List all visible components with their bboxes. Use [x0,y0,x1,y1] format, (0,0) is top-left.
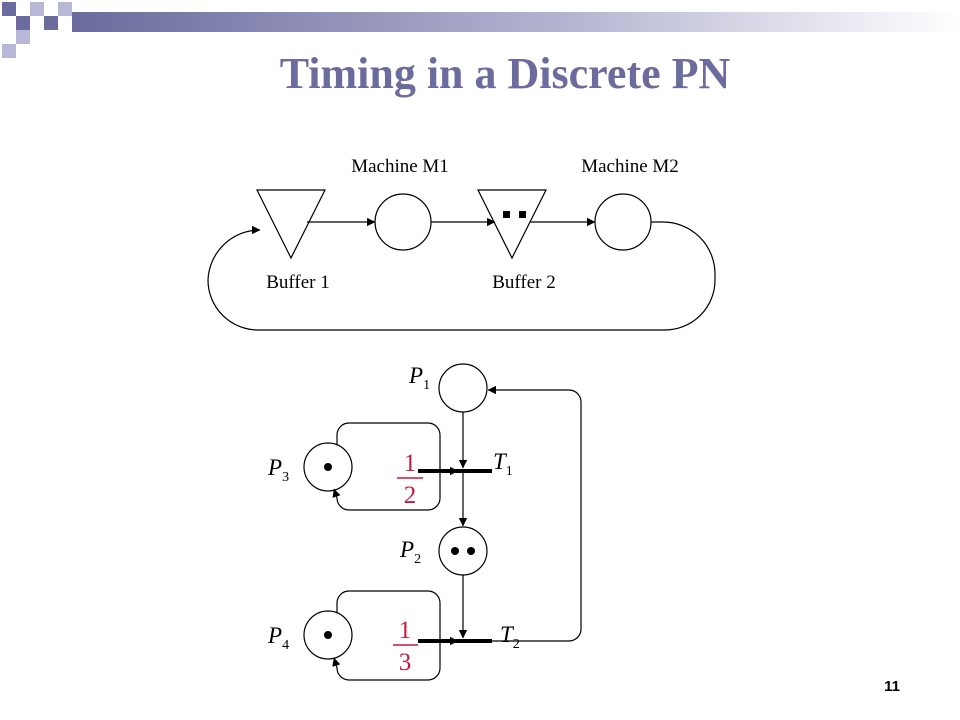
machine-m2-label: Machine M2 [581,156,679,177]
page-number: 11 [884,678,900,695]
buffer-2-label: Buffer 2 [492,272,556,293]
buffer-1-label: Buffer 1 [266,272,330,293]
arc-p4-to-t2 [336,590,459,646]
buffer-1-triangle [256,189,326,260]
t1-fraction-denominator: 2 [404,482,417,509]
factory-diagram: Machine M1 Machine M2 Buffer 1 Buffer 2 [207,156,716,331]
t2-fraction-denominator: 3 [399,649,412,676]
arc-t1-to-p3 [332,471,441,511]
place-p4-label: P4 [267,623,289,653]
buffer-2-token [503,211,510,218]
decor-square [2,2,16,16]
return-loop-path [207,221,716,331]
transition-t2-label: T2 [500,622,520,652]
place-p1 [438,363,488,413]
buffer-2-token [519,211,526,218]
buffer-2-triangle [477,189,547,260]
arc-p3-to-t1 [336,422,459,476]
place-p1-label: P1 [408,363,430,393]
token-p2 [451,547,459,555]
slide-title: Timing in a Discrete PN [279,49,731,98]
decor-square [16,16,30,30]
place-p3-label: P3 [267,455,289,485]
machine-m1-circle [374,193,432,251]
t1-fraction-numerator: 1 [404,450,417,477]
place-p2 [438,526,488,576]
transition-t1-label: T1 [493,449,513,479]
t2-fraction-numerator: 1 [399,617,412,644]
decor-square [30,2,44,16]
decor-square [16,30,30,44]
decor-square [44,16,58,30]
token-p2 [467,547,475,555]
token-p3 [324,463,332,471]
header-gradient-bar [72,12,960,32]
arc-t2-to-p1 [487,385,582,642]
token-p4 [324,631,332,639]
place-p2-label: P2 [399,537,421,567]
arc-t2-to-p4 [332,641,441,681]
decor-square [58,2,72,16]
header-decoration [2,2,960,58]
machine-m2-circle [594,193,652,251]
petri-net: P1 P2 P3 P4 T1 T2 1 2 1 3 [267,363,582,681]
machine-m1-label: Machine M1 [351,156,449,177]
decor-square [2,44,16,58]
